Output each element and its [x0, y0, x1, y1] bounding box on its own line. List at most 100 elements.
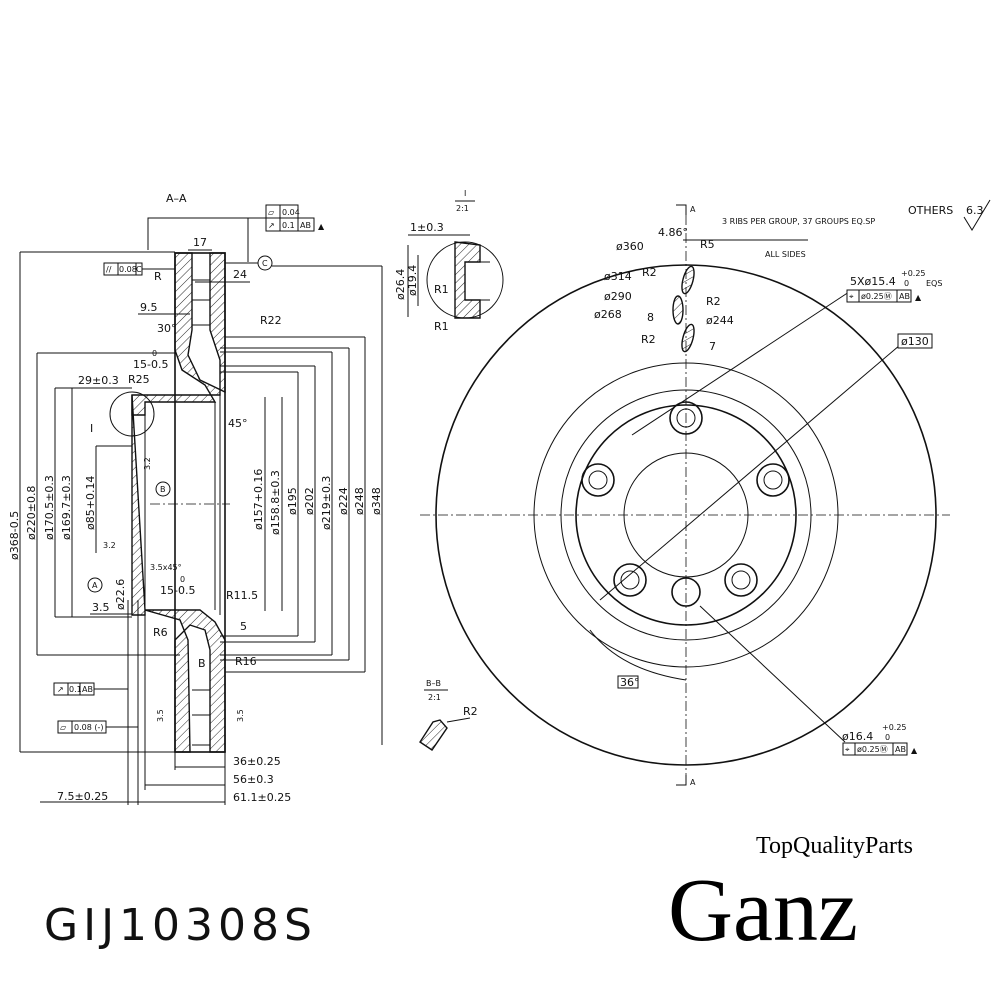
- angle-4-86: 4.86°: [658, 226, 688, 239]
- dia-368: ø368-0.5: [8, 511, 21, 560]
- front-view: A A 3 RIBS PER GROUP, 37 GROUPS EQ.SP AL…: [420, 199, 991, 787]
- svg-text:▲: ▲: [915, 293, 922, 302]
- angle-36: 36°: [620, 676, 640, 689]
- dia-157: ø157+0.16: [252, 469, 265, 530]
- chamfer-dim: 3.5x45°: [150, 563, 182, 572]
- dia-85: ø85+0.14: [84, 476, 97, 530]
- runout-tolerance-2: 0.1: [69, 685, 82, 694]
- brand-name: Ganz: [668, 861, 858, 960]
- dim-r2-bb: R2: [463, 705, 478, 718]
- svg-text:↗: ↗: [57, 685, 64, 694]
- brand-tagline: TopQualityParts: [756, 833, 913, 859]
- dim-dia-22-6: ø22.6: [114, 579, 127, 610]
- section-mark-bottom: A: [690, 778, 696, 787]
- rotor-outline: [174, 252, 226, 753]
- roughness-3-5-right: 3.5: [236, 709, 245, 722]
- detail-i-title: I: [464, 189, 466, 198]
- dia-158-8: ø158.8±0.3: [269, 470, 282, 535]
- dim-dia-268: ø268: [594, 308, 622, 321]
- svg-text:↗: ↗: [268, 221, 275, 230]
- roughness-3-2-b: 3.2: [103, 541, 116, 550]
- svg-text:⌖: ⌖: [845, 745, 850, 754]
- datum-a-label: A: [92, 581, 98, 590]
- dia-202: ø202: [303, 487, 316, 515]
- parallel-datum: C: [136, 265, 142, 274]
- svg-text:⌖: ⌖: [849, 292, 854, 301]
- dim-7: 7: [709, 340, 716, 353]
- dim-1: 1±0.3: [410, 221, 444, 234]
- parallel-tolerance: 0.08: [119, 265, 137, 274]
- dim-3-5: 3.5: [92, 601, 110, 614]
- dim-dia-130: ø130: [901, 335, 929, 348]
- dim-r11-5: R11.5: [226, 589, 258, 602]
- dia-169-7: ø169.7±0.3: [60, 475, 73, 540]
- pin-position-tolerance: ø0.25Ⓜ: [857, 745, 888, 754]
- bolt-holes-tol-lower: 0: [904, 279, 909, 288]
- roughness-3-2: 3.2: [143, 457, 152, 470]
- detail-i: I 2:1 1±0.3 ø26.4 ø19.4 R1 R1: [394, 189, 504, 333]
- pin-position-datum: AB: [895, 745, 906, 754]
- all-sides-note: ALL SIDES: [765, 250, 806, 259]
- bolt-holes: [581, 401, 790, 607]
- section-b-b-scale: 2:1: [428, 693, 441, 702]
- bolt-holes-tol-upper: +0.25: [901, 269, 926, 278]
- dim-15-bottom-upper: 0: [180, 575, 185, 584]
- others-roughness-label: OTHERS: [908, 204, 953, 217]
- datum-c-label: C: [262, 259, 268, 268]
- angle-45: 45°: [228, 417, 248, 430]
- section-a-a: A–A ▱ 0.04 ↗ 0.1 AB ▲ C // 0.08 C: [8, 192, 383, 805]
- eqs-note: EQS: [926, 279, 942, 288]
- rotor-upper-profile: [131, 252, 226, 416]
- bolt-holes-callout: 5Xø15.4: [850, 275, 896, 288]
- dim-17: 17: [193, 236, 207, 249]
- svg-text:▲: ▲: [911, 746, 918, 755]
- dim-dia-314: ø314: [604, 270, 632, 283]
- dim-r2-a: R2: [642, 266, 657, 279]
- dim-dia-290: ø290: [604, 290, 632, 303]
- dim-7-5: 7.5±0.25: [57, 790, 108, 803]
- ribs-note: 3 RIBS PER GROUP, 37 GROUPS EQ.SP: [722, 217, 875, 226]
- dim-r25: R25: [128, 373, 150, 386]
- dim-r: R: [154, 270, 162, 283]
- svg-text:▱: ▱: [60, 723, 67, 732]
- bolt-position-datum: AB: [899, 292, 910, 301]
- dim-29: 29±0.3: [78, 374, 119, 387]
- roughness-3-5-left: 3.5: [156, 709, 165, 722]
- dia-248: ø248: [353, 487, 366, 515]
- section-title: A–A: [166, 192, 187, 205]
- pin-hole-callout: ø16.4: [842, 730, 873, 743]
- section-b-mark: B: [198, 657, 206, 670]
- dia-348: ø348: [370, 487, 383, 515]
- section-b-b-title: B–B: [426, 679, 441, 688]
- dim-r1-b: R1: [434, 320, 449, 333]
- dia-195: ø195: [286, 487, 299, 515]
- datum-b-label: B: [160, 485, 166, 494]
- flatness-tolerance: 0.04: [282, 208, 300, 217]
- dim-36: 36±0.25: [233, 755, 281, 768]
- dim-r6: R6: [153, 626, 168, 639]
- dim-61-1: 61.1±0.25: [233, 791, 291, 804]
- part-number: GIJ10308S: [44, 900, 317, 951]
- svg-text:▱: ▱: [268, 208, 275, 217]
- dim-r22: R22: [260, 314, 282, 327]
- dim-56: 56±0.3: [233, 773, 274, 786]
- dim-24: 24: [233, 268, 247, 281]
- dim-9-5: 9.5: [140, 301, 158, 314]
- dim-dia-19-4: ø19.4: [406, 265, 419, 296]
- brand-logo: TopQualityParts Ganz: [668, 833, 988, 973]
- svg-text://: //: [106, 265, 112, 274]
- section-mark-top: A: [690, 205, 696, 214]
- runout-datum: AB: [300, 221, 311, 230]
- dia-219: ø219±0.3: [320, 476, 333, 530]
- dim-dia-244: ø244: [706, 314, 734, 327]
- dim-5: 5: [240, 620, 247, 633]
- angle-30: 30°: [157, 322, 177, 335]
- dim-r2-c: R2: [641, 333, 656, 346]
- dia-220: ø220±0.8: [25, 486, 38, 540]
- dim-15-top: 15-0.5: [133, 358, 168, 371]
- detail-i-scale: 2:1: [456, 204, 469, 213]
- dia-170-5: ø170.5±0.3: [43, 475, 56, 540]
- dim-dia-26-4: ø26.4: [394, 269, 407, 300]
- dim-15-bottom: 15-0.5: [160, 584, 195, 597]
